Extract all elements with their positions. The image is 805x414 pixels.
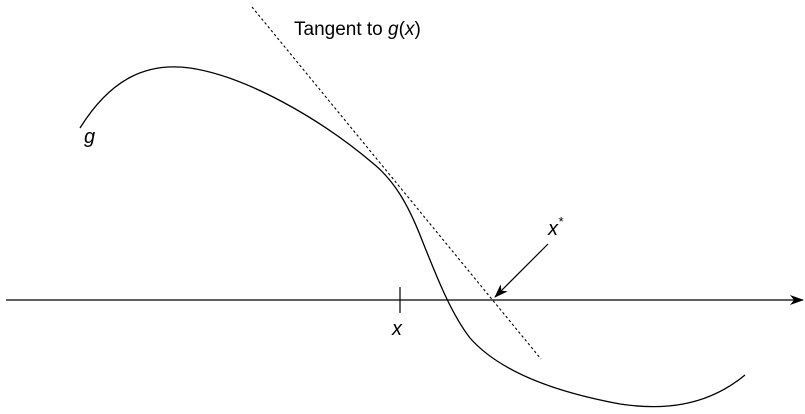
root-label-x-star: x* <box>547 214 564 240</box>
point-label-x: x <box>391 318 403 340</box>
curve-label-g: g <box>84 126 95 148</box>
root-pointer-arrow <box>494 243 549 298</box>
tangent-label: Tangent to g(x) <box>294 19 421 40</box>
tangent-line <box>251 6 542 360</box>
curve-g <box>79 66 746 408</box>
